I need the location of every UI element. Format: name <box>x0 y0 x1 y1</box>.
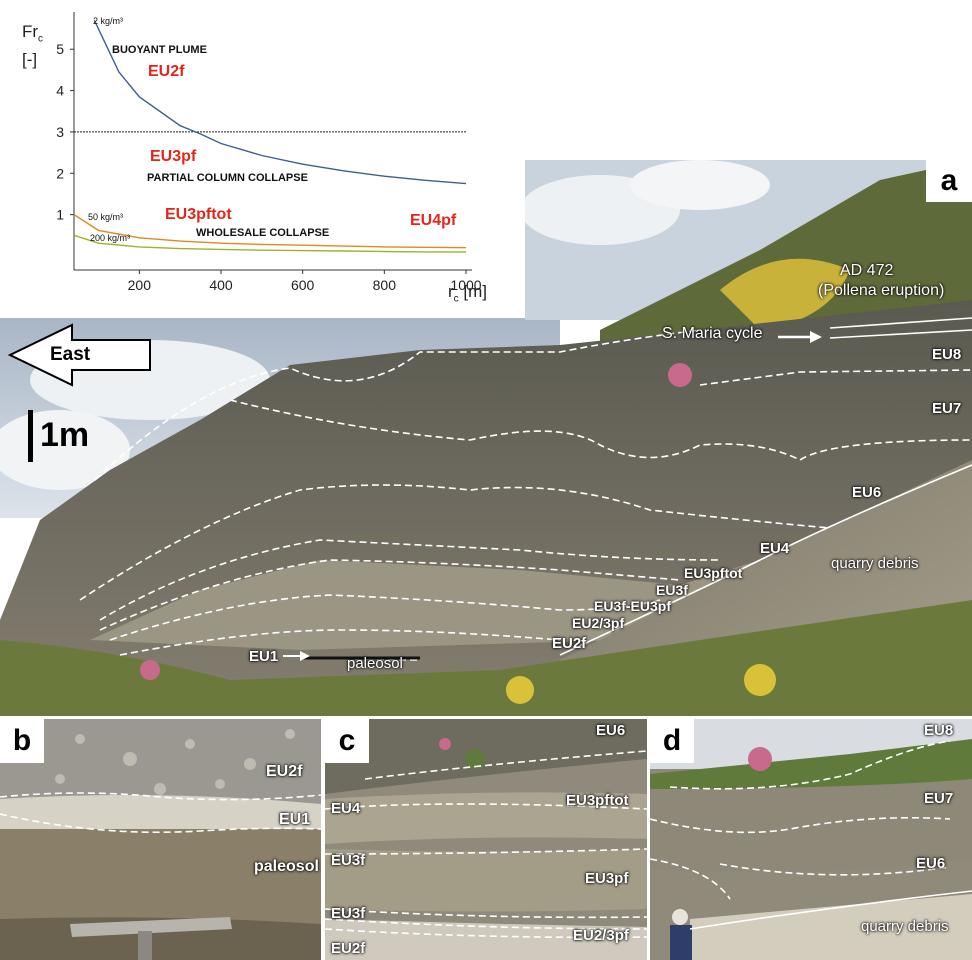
y-axis-unit: [-] <box>22 50 38 69</box>
s-maria-label: S. Maria cycle <box>662 325 763 342</box>
annotation-density-2: 2 kg/m³ <box>93 16 124 26</box>
y-tick-label: 1 <box>56 207 64 223</box>
label-eu3f: EU3f <box>656 582 688 598</box>
y-tick-label: 3 <box>56 124 64 140</box>
x-tick-label: 200 <box>128 277 152 293</box>
panel-b-scene <box>0 719 321 960</box>
x-title-sub: c <box>453 293 459 305</box>
label-eu3pftot: EU3pftot <box>684 565 743 581</box>
y-title-main: Fr <box>22 22 39 41</box>
label-eu1-a: EU1 <box>249 648 279 665</box>
label-quarry-debris-a: quarry debris <box>831 555 919 572</box>
annotation-partial-collapse: PARTIAL COLUMN COLLAPSE <box>147 172 308 184</box>
label-eu2f-b: EU2f <box>266 763 303 780</box>
panel-c-photo <box>325 719 647 960</box>
label-eu6-d: EU6 <box>916 855 946 872</box>
east-label: East <box>50 344 91 365</box>
label-eu7-d: EU7 <box>924 790 954 807</box>
y-title-sub: c <box>38 33 44 45</box>
label-paleosol-a: paleosol <box>347 655 403 672</box>
panel-c-scene <box>325 719 647 960</box>
annotation-eu4pf: EU4pf <box>410 212 457 229</box>
x-tick-label: 400 <box>209 277 233 293</box>
label-eu2-3pf-c: EU2/3pf <box>573 927 629 944</box>
froude-chart: 1 2 3 4 5 200 400 600 800 1000 <box>56 12 482 293</box>
label-eu7: EU7 <box>932 400 962 417</box>
label-eu4: EU4 <box>760 540 790 557</box>
label-eu3pftot-c: EU3pftot <box>566 792 629 809</box>
panel-c-tag: c <box>325 719 369 763</box>
east-arrow-icon <box>7 323 151 387</box>
panel-d-scene <box>650 719 972 960</box>
solid-contacts <box>300 317 972 660</box>
label-eu3pf-c: EU3pf <box>585 870 629 887</box>
y-tick-label: 4 <box>56 83 64 99</box>
foreground-vegetation <box>0 600 972 716</box>
y-axis-title: Frc <box>22 22 43 44</box>
annotation-eu2f: EU2f <box>148 63 185 80</box>
x-title-unit: [m] <box>463 282 488 301</box>
panel-d-tag: d <box>650 719 694 763</box>
annotation-buoyant-plume: BUOYANT PLUME <box>112 44 207 56</box>
unit-contacts <box>79 329 972 661</box>
label-eu3f-eu3pf: EU3f-EU3pf <box>594 598 672 614</box>
y-tick-label: 5 <box>56 41 64 57</box>
annotation-wholesale-collapse: WHOLESALE COLLAPSE <box>196 227 330 239</box>
annotation-eu3pf: EU3pf <box>150 148 197 165</box>
panel-b-photo <box>0 719 321 960</box>
x-tick-label: 800 <box>373 277 397 293</box>
label-eu2f-c: EU2f <box>331 940 366 957</box>
series-line-3 <box>73 234 466 253</box>
panel-a-tag: a <box>926 160 972 202</box>
panel-a-photo <box>0 160 972 716</box>
x-title-main: r <box>448 282 454 301</box>
annotation-eu3pftot: EU3pftot <box>165 206 232 223</box>
label-eu3f-c-bottom: EU3f <box>331 905 366 922</box>
series-line-1 <box>93 20 467 185</box>
label-eu4-c: EU4 <box>331 800 361 817</box>
label-eu6: EU6 <box>852 484 882 501</box>
person-figure <box>672 909 688 925</box>
label-eu3f-c-top: EU3f <box>331 852 366 869</box>
series-line-2 <box>73 214 467 249</box>
y-tick-label: 2 <box>56 165 64 181</box>
panel-d-photo <box>650 719 972 960</box>
x-tick-label: 600 <box>291 277 315 293</box>
scale-label: 1m <box>40 416 90 454</box>
label-eu6-c: EU6 <box>596 722 626 739</box>
panel-a-scene <box>0 160 972 716</box>
x-tick-label: 1000 <box>450 277 481 293</box>
label-eu2-3pf-a: EU2/3pf <box>572 615 625 631</box>
label-eu2f-a: EU2f <box>552 635 587 652</box>
label-quarry-debris-d: quarry debris <box>861 918 949 935</box>
annotation-density-200: 200 kg/m³ <box>90 233 131 243</box>
label-eu8: EU8 <box>932 346 962 363</box>
label-eu8-d: EU8 <box>924 722 954 739</box>
ad472-line1: AD 472 <box>840 262 894 279</box>
rock-hammer <box>70 917 232 937</box>
scale-bar <box>28 410 33 462</box>
panel-b-tag: b <box>0 719 44 763</box>
label-eu1-b: EU1 <box>279 811 311 828</box>
x-axis-title: rc [m] <box>448 282 487 304</box>
annotation-density-50: 50 kg/m³ <box>88 212 124 222</box>
label-paleosol-b: paleosol <box>254 858 319 875</box>
ad472-line2: (Pollena eruption) <box>818 282 945 299</box>
